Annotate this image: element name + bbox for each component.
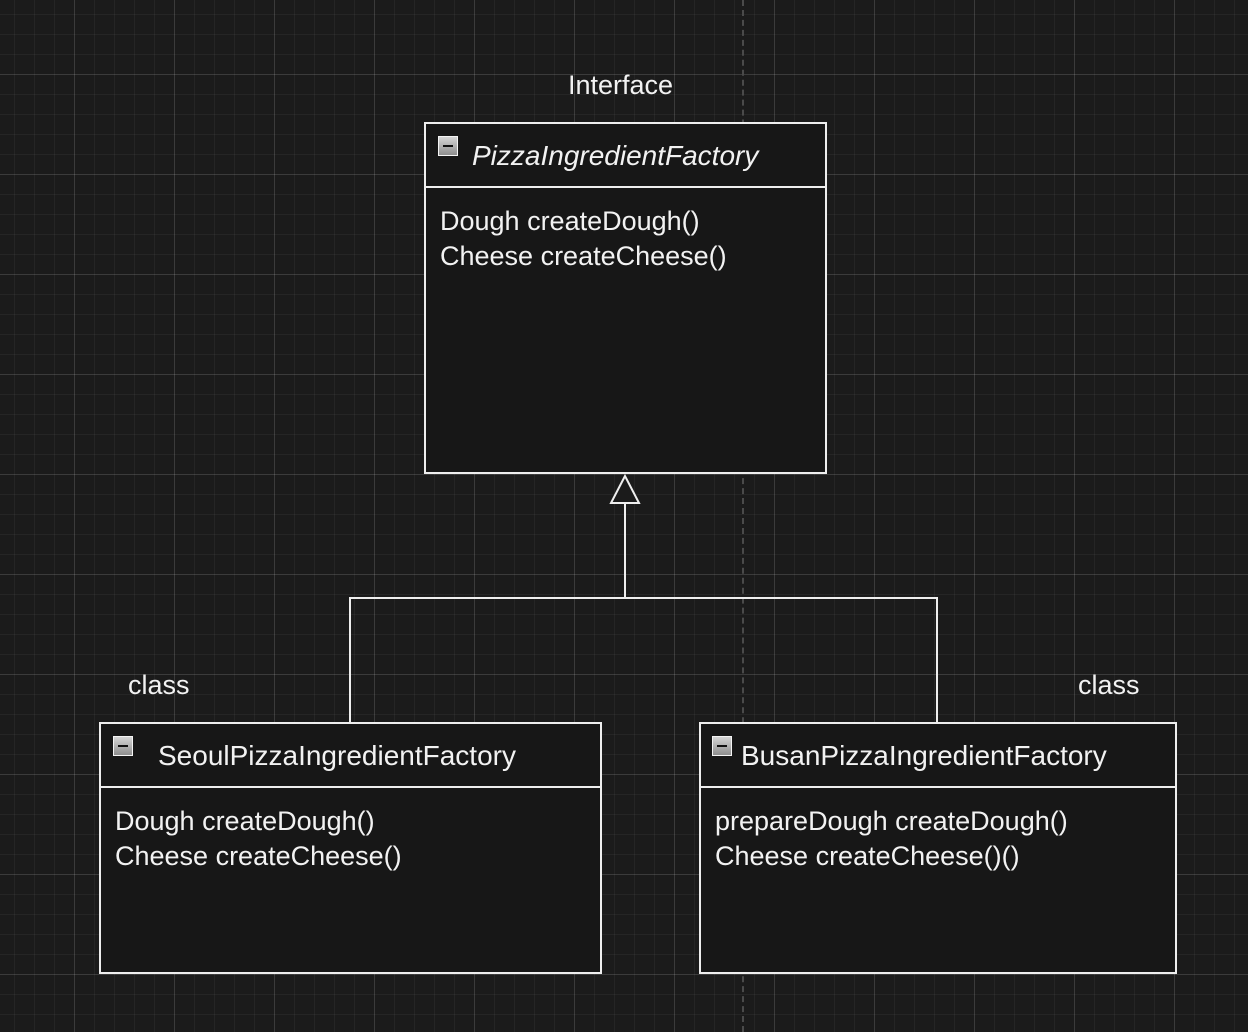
seoul-class-name: SeoulPizzaIngredientFactory: [158, 740, 516, 771]
method-item: Cheese createCheese(): [115, 841, 402, 871]
busan-class-header: BusanPizzaIngredientFactory: [701, 724, 1175, 788]
interface-methods: Dough createDough() Cheese createCheese(…: [426, 188, 825, 274]
interface-box-pizza-ingredient-factory[interactable]: PizzaIngredientFactory Dough createDough…: [424, 122, 827, 474]
method-item: Dough createDough(): [115, 806, 375, 836]
collapse-icon[interactable]: [113, 736, 133, 756]
class-box-seoul-pizza-ingredient-factory[interactable]: SeoulPizzaIngredientFactory Dough create…: [99, 722, 602, 974]
seoul-class-methods: Dough createDough() Cheese createCheese(…: [101, 788, 600, 874]
method-item: Dough createDough(): [440, 206, 700, 236]
connector-busan: [625, 597, 938, 722]
interface-stereotype-label: Interface: [568, 70, 674, 100]
interface-header: PizzaIngredientFactory: [426, 124, 825, 188]
generalization-arrowhead: [609, 473, 641, 504]
vertical-guide-line: [742, 0, 744, 1032]
busan-class-name: BusanPizzaIngredientFactory: [741, 740, 1107, 771]
interface-name: PizzaIngredientFactory: [472, 140, 759, 171]
connector-seoul: [349, 597, 625, 722]
busan-class-methods: prepareDough createDough() Cheese create…: [701, 788, 1175, 874]
method-item: prepareDough createDough(): [715, 806, 1068, 836]
collapse-icon[interactable]: [438, 136, 458, 156]
class-box-busan-pizza-ingredient-factory[interactable]: BusanPizzaIngredientFactory prepareDough…: [699, 722, 1177, 974]
method-item: Cheese createCheese(): [440, 241, 727, 271]
seoul-class-stereotype-label: class: [128, 670, 190, 700]
collapse-icon[interactable]: [712, 736, 732, 756]
busan-class-stereotype-label: class: [1078, 670, 1140, 700]
seoul-class-header: SeoulPizzaIngredientFactory: [101, 724, 600, 788]
method-item: Cheese createCheese()(): [715, 841, 1020, 871]
